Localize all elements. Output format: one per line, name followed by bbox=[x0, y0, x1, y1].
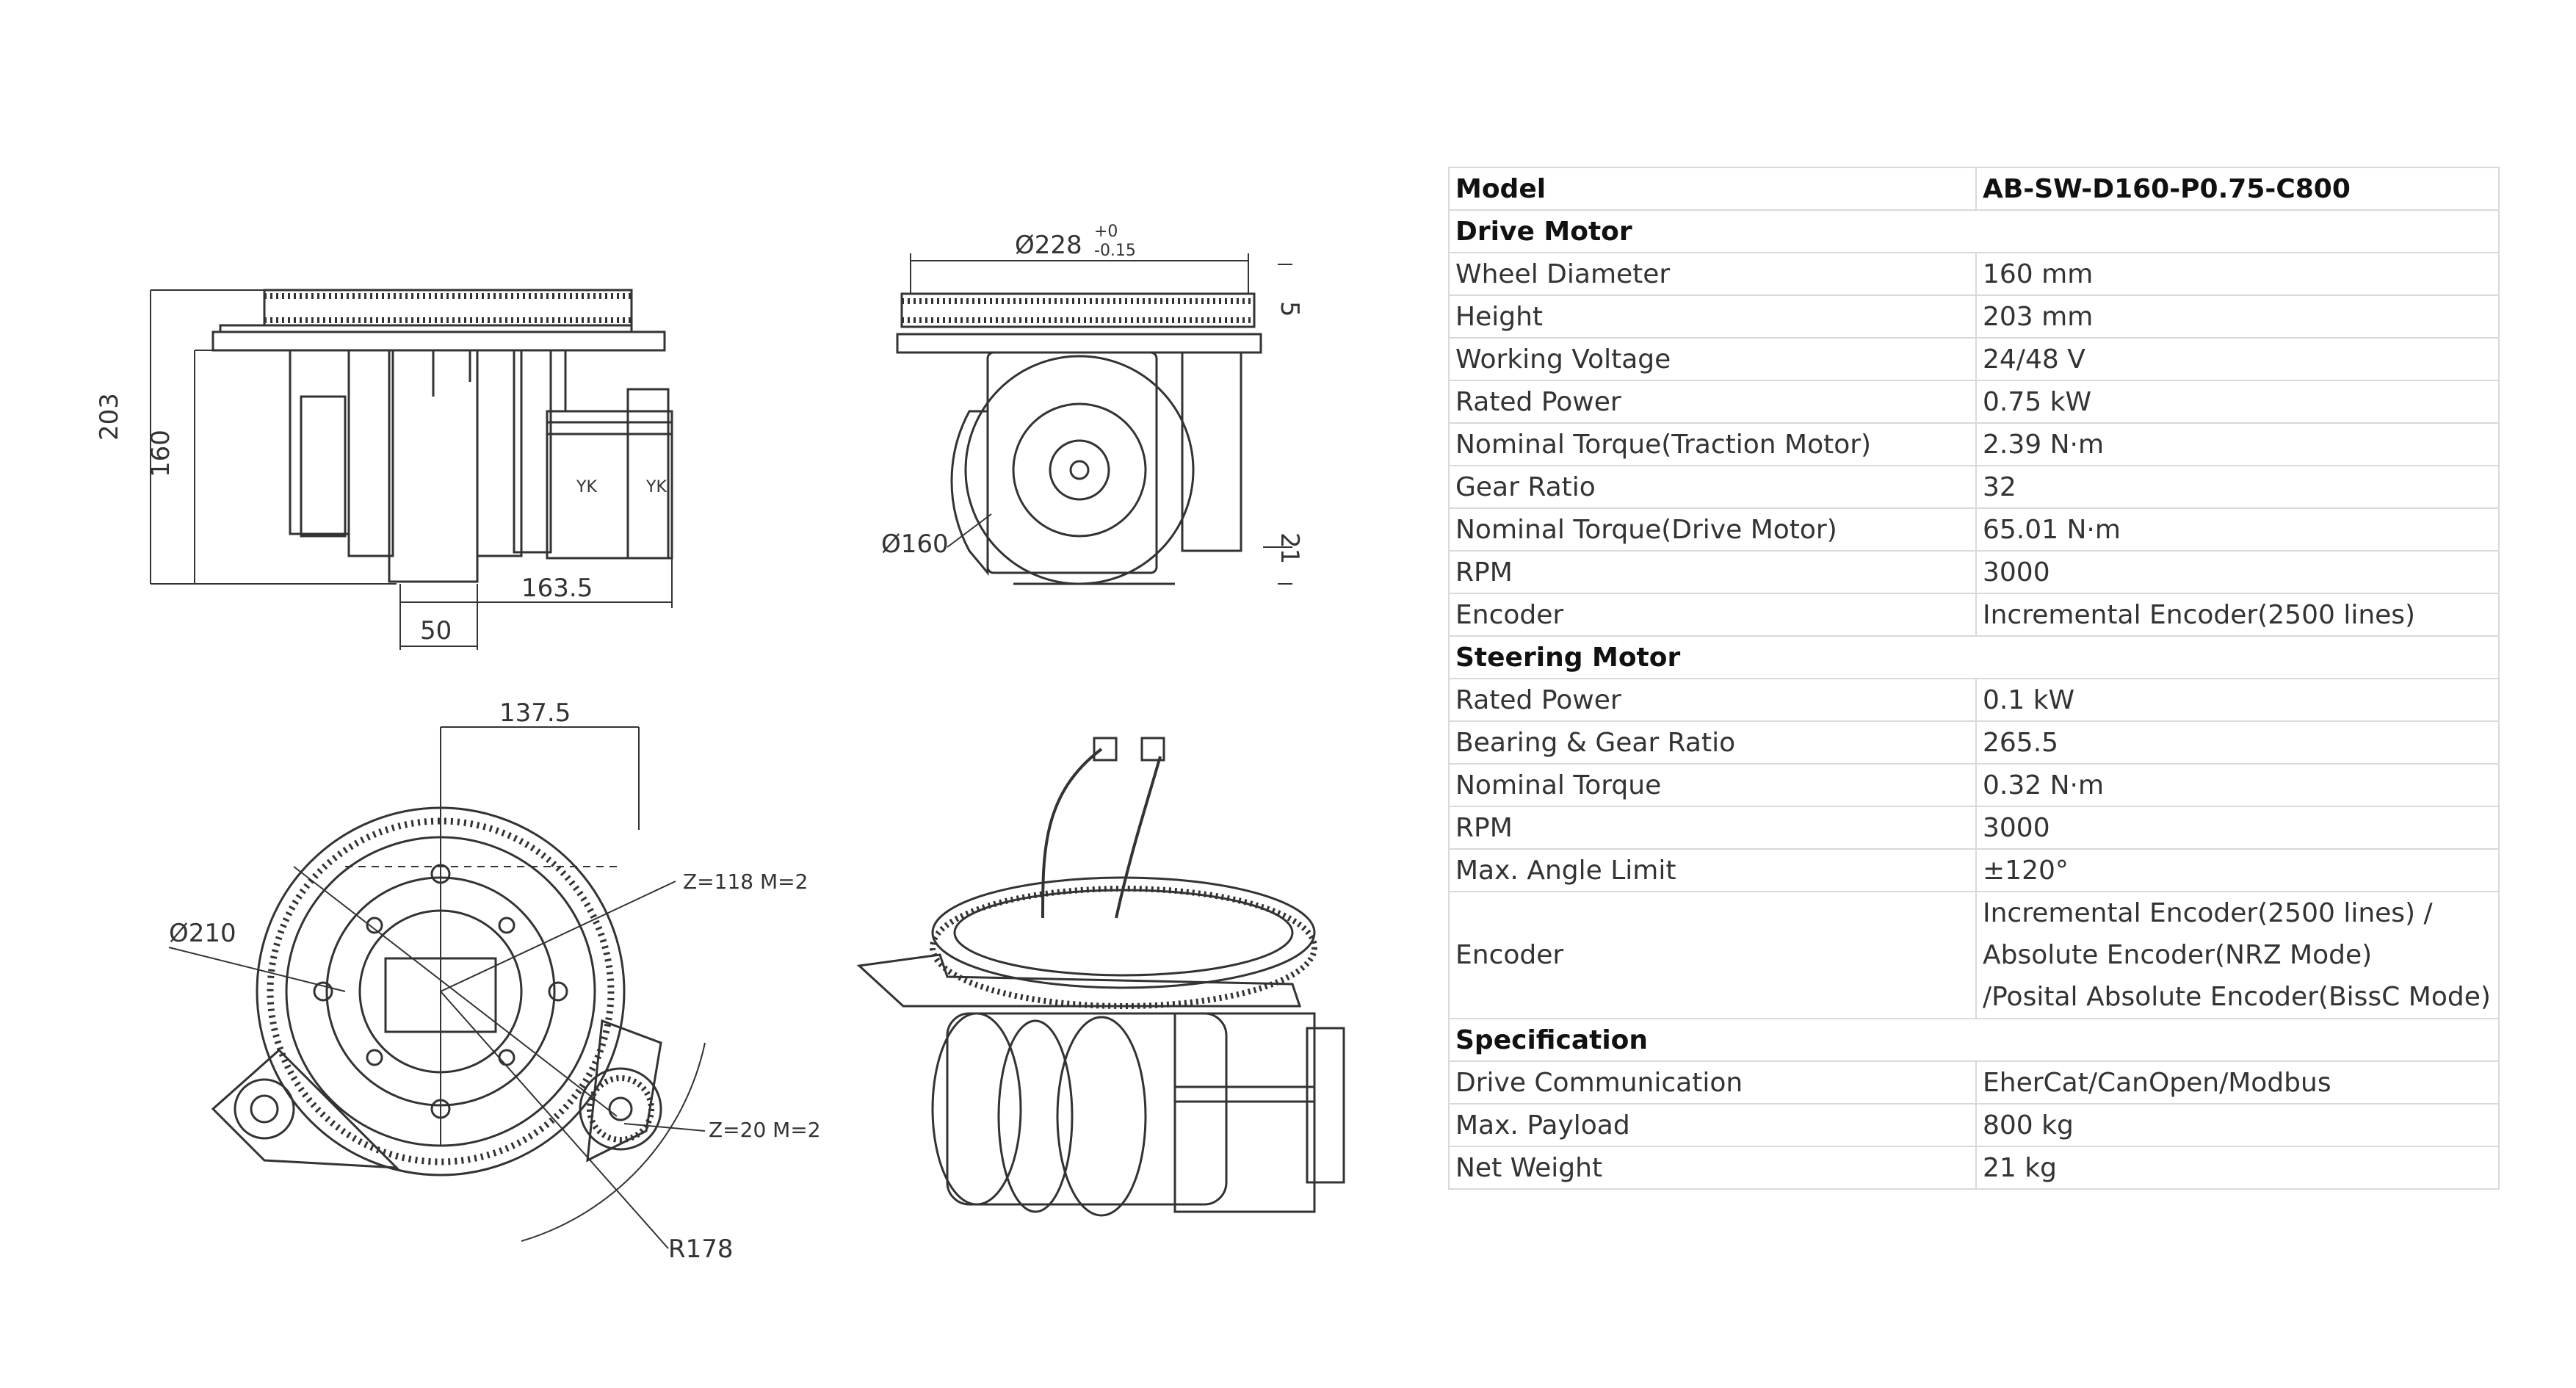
dim-160: 160 bbox=[146, 430, 176, 477]
spec-value: 2.39 N·m bbox=[1975, 422, 2500, 466]
spec-value: 21 kg bbox=[1975, 1146, 2500, 1190]
side-view-drawing bbox=[150, 289, 673, 650]
motor-tag-1: YK bbox=[576, 478, 597, 496]
spec-key: Max. Angle Limit bbox=[1448, 848, 1977, 892]
model-value: AB-SW-D160-P0.75-C800 bbox=[1975, 167, 2500, 211]
spec-value: ±120° bbox=[1975, 848, 2500, 892]
table-row: Nominal Torque(Traction Motor)2.39 N·m bbox=[1448, 422, 2500, 466]
spec-key: Bearing & Gear Ratio bbox=[1448, 720, 1977, 765]
spec-value: 0.75 kW bbox=[1975, 380, 2500, 424]
section-header: Drive Motor bbox=[1448, 209, 2500, 253]
dim-bolt-circle: Ø210 bbox=[169, 919, 236, 948]
spec-value-line: Incremental Encoder(2500 lines) / bbox=[1983, 898, 2433, 928]
spec-key: Working Voltage bbox=[1448, 337, 1977, 381]
spec-key: Gear Ratio bbox=[1448, 465, 1977, 509]
spec-value: 0.32 N·m bbox=[1975, 763, 2500, 807]
spec-key: Rated Power bbox=[1448, 678, 1977, 722]
dim-radius: R178 bbox=[668, 1235, 734, 1264]
spec-value-line: Absolute Encoder(NRZ Mode) bbox=[1983, 940, 2373, 970]
spec-key: Height bbox=[1448, 294, 1977, 339]
spec-value: 800 kg bbox=[1975, 1103, 2500, 1147]
small-gear-label: Z=20 M=2 bbox=[709, 1118, 821, 1142]
section-header: Steering Motor bbox=[1448, 635, 2500, 679]
spec-value: Incremental Encoder(2500 lines) bbox=[1975, 593, 2500, 637]
spec-value: EherCat/CanOpen/Modbus bbox=[1975, 1060, 2500, 1105]
dim-163-5: 163.5 bbox=[521, 574, 593, 603]
spec-value: 3000 bbox=[1975, 806, 2500, 850]
section-title: Specification bbox=[1448, 1018, 2500, 1062]
spec-value: 32 bbox=[1975, 465, 2500, 509]
model-label: Model bbox=[1448, 167, 1977, 211]
motor-tag-2: YK bbox=[645, 478, 667, 496]
table-row: Nominal Torque(Drive Motor)65.01 N·m bbox=[1448, 507, 2500, 552]
top-view-drawing bbox=[168, 726, 706, 1249]
spec-key: RPM bbox=[1448, 806, 1977, 850]
table-row: Max. Angle Limit±120° bbox=[1448, 848, 2500, 892]
big-gear-label: Z=118 M=2 bbox=[683, 870, 808, 894]
spec-value: 24/48 V bbox=[1975, 337, 2500, 381]
drawings-svg: 203 160 163.5 50 YK YK Ø228 +0 -0.15 5 Ø… bbox=[95, 223, 1345, 1264]
spec-key: Net Weight bbox=[1448, 1146, 1977, 1190]
section-title: Drive Motor bbox=[1448, 209, 2500, 253]
spec-value: 160 mm bbox=[1975, 252, 2500, 296]
spec-value: 203 mm bbox=[1975, 294, 2500, 339]
dim-203: 203 bbox=[95, 393, 124, 441]
technical-drawings: 203 160 163.5 50 YK YK Ø228 +0 -0.15 5 Ø… bbox=[95, 223, 1345, 1264]
spec-value: 0.1 kW bbox=[1975, 678, 2500, 722]
spec-value: 3000 bbox=[1975, 550, 2500, 594]
dim-ring-tol-lower: -0.15 bbox=[1094, 242, 1136, 260]
spec-value-line: /Posital Absolute Encoder(BissC Mode) bbox=[1983, 982, 2491, 1012]
spec-value: Incremental Encoder(2500 lines) / Absolut… bbox=[1975, 891, 2500, 1019]
dim-50: 50 bbox=[420, 616, 452, 646]
spec-value: 65.01 N·m bbox=[1975, 507, 2500, 552]
dim-ring-tol-upper: +0 bbox=[1094, 223, 1118, 241]
dim-ring-thk: 5 bbox=[1275, 301, 1304, 317]
spec-key: Wheel Diameter bbox=[1448, 252, 1977, 296]
dim-ground: 21 bbox=[1275, 532, 1304, 564]
section-title: Steering Motor bbox=[1448, 635, 2500, 679]
spec-value: 265.5 bbox=[1975, 720, 2500, 765]
dim-wheel-dia: Ø160 bbox=[881, 529, 949, 559]
spec-key: Nominal Torque(Drive Motor) bbox=[1448, 507, 1977, 552]
spec-key: Encoder bbox=[1448, 891, 1977, 1019]
spec-key: RPM bbox=[1448, 550, 1977, 594]
spec-key: Drive Communication bbox=[1448, 1060, 1977, 1105]
section-header: Specification bbox=[1448, 1018, 2500, 1062]
spec-key: Rated Power bbox=[1448, 380, 1977, 424]
dim-137-5: 137.5 bbox=[499, 698, 571, 728]
front-view-drawing bbox=[896, 253, 1292, 585]
isometric-view-drawing bbox=[856, 737, 1345, 1217]
dim-ring-dia: Ø228 bbox=[1015, 231, 1082, 260]
spec-key: Encoder bbox=[1448, 593, 1977, 637]
spec-key: Max. Payload bbox=[1448, 1103, 1977, 1147]
spec-key: Nominal Torque(Traction Motor) bbox=[1448, 422, 1977, 466]
spec-key: Nominal Torque bbox=[1448, 763, 1977, 807]
